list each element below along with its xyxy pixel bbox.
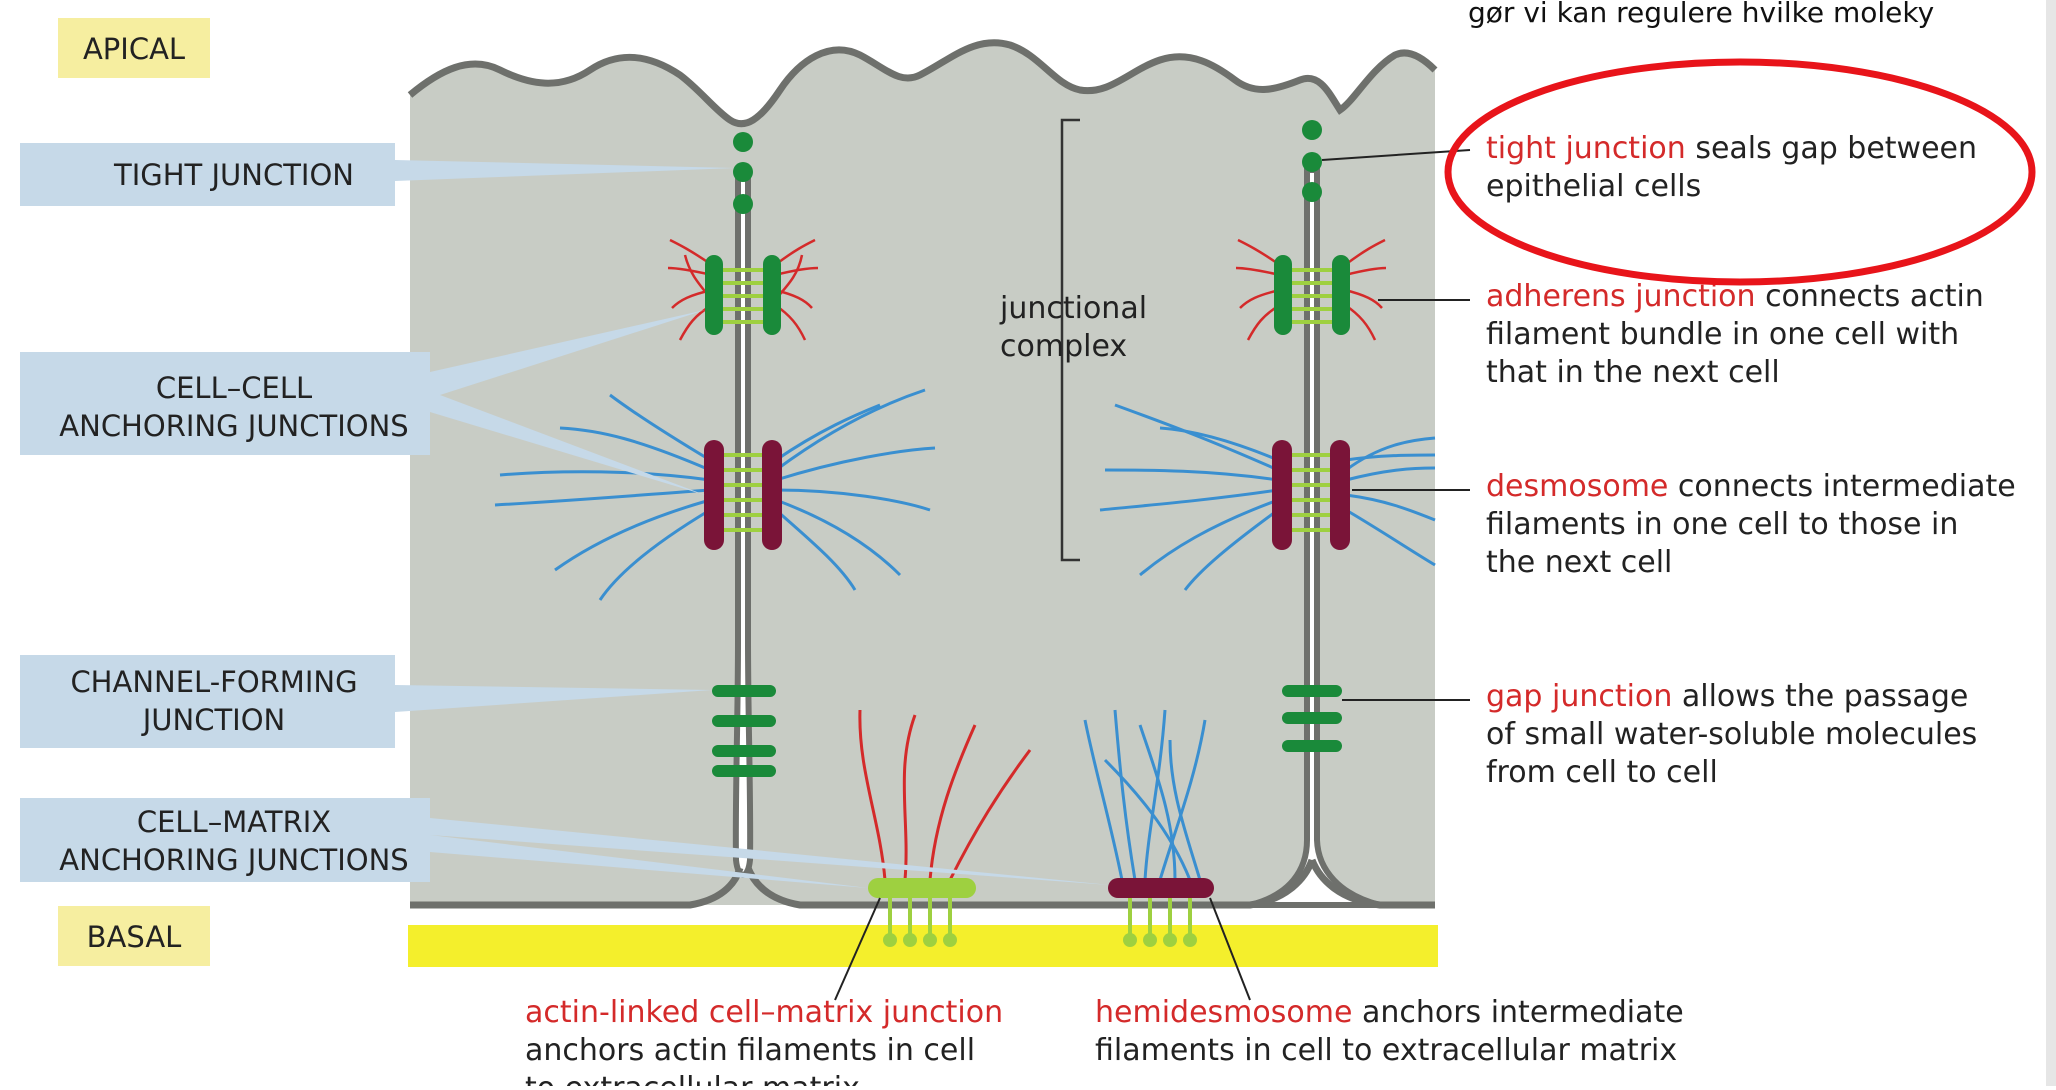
cell-matrix-label-line2: ANCHORING JUNCTIONS [59, 843, 408, 877]
desmosome-right [1099, 403, 1436, 591]
tight-junction-left [733, 132, 753, 214]
desmosome-left [494, 388, 936, 601]
right-leader-lines [1321, 149, 1471, 701]
annotation-tight: tight junction seals gap between epithel… [1486, 131, 1987, 204]
cell-cell-label-line1: CELL–CELL [156, 371, 312, 405]
right-annotations: tight junction seals gap between epithel… [1321, 58, 2036, 790]
basal-label-box [58, 906, 210, 966]
tight-junction-label: TIGHT JUNCTION [113, 158, 354, 192]
left-junctions [494, 132, 936, 777]
channel-label-line1: CHANNEL-FORMING [70, 665, 357, 699]
right-junctions [1099, 120, 1436, 752]
cell-cell-anchoring-callout [20, 310, 705, 495]
highlight-ring [1444, 58, 2036, 286]
cell-matrix-anchoring-callout [20, 798, 1110, 888]
cell-cell-label-line2: ANCHORING JUNCTIONS [59, 409, 408, 443]
apical-label-box [58, 18, 210, 78]
actin-linked-cell-matrix-junction [858, 709, 1032, 947]
cell-matrix-label-line1: CELL–MATRIX [137, 805, 331, 839]
junctional-complex-line2: complex [1000, 329, 1127, 364]
bottom-annotations: actin-linked cell–matrix junction anchor… [525, 897, 1693, 1090]
left-callouts: APICAL TIGHT JUNCTION CELL–CELL ANCHORIN… [20, 18, 1110, 966]
apical-membrane [407, 39, 1438, 128]
adherens-junction-left [667, 238, 819, 341]
extracellular-matrix [408, 925, 1438, 967]
channel-label-line2: JUNCTION [141, 703, 286, 737]
scrollbar-track[interactable] [2046, 0, 2056, 1086]
basal-label: BASAL [87, 920, 182, 954]
channel-forming-callout [20, 655, 712, 748]
gap-junction-left [712, 685, 776, 777]
annotation-actin-linked: actin-linked cell–matrix junction anchor… [525, 995, 1013, 1086]
apical-label: APICAL [83, 32, 185, 66]
gap-junction-right [1282, 685, 1342, 752]
tight-junction-callout [20, 143, 735, 206]
adherens-junction-right [1235, 238, 1387, 341]
junctional-complex-line1: junctional [999, 291, 1147, 326]
annotation-hemidesmosome: hemidesmosome anchors intermediate filam… [1095, 995, 1693, 1068]
tight-junction-right [1302, 120, 1322, 202]
top-note: gør vi kan regulere hvilke moleky [1468, 0, 1934, 29]
annotation-adherens: adherens junction connects actin filamen… [1486, 279, 1993, 390]
hemidesmosome [1083, 709, 1214, 947]
annotation-desmosome: desmosome connects intermediate filament… [1486, 469, 2025, 580]
annotation-gap: gap junction allows the passage of small… [1486, 679, 1987, 790]
junctional-complex-bracket: junctional complex [999, 118, 1147, 562]
bottom-leader-lines [834, 897, 1251, 1001]
